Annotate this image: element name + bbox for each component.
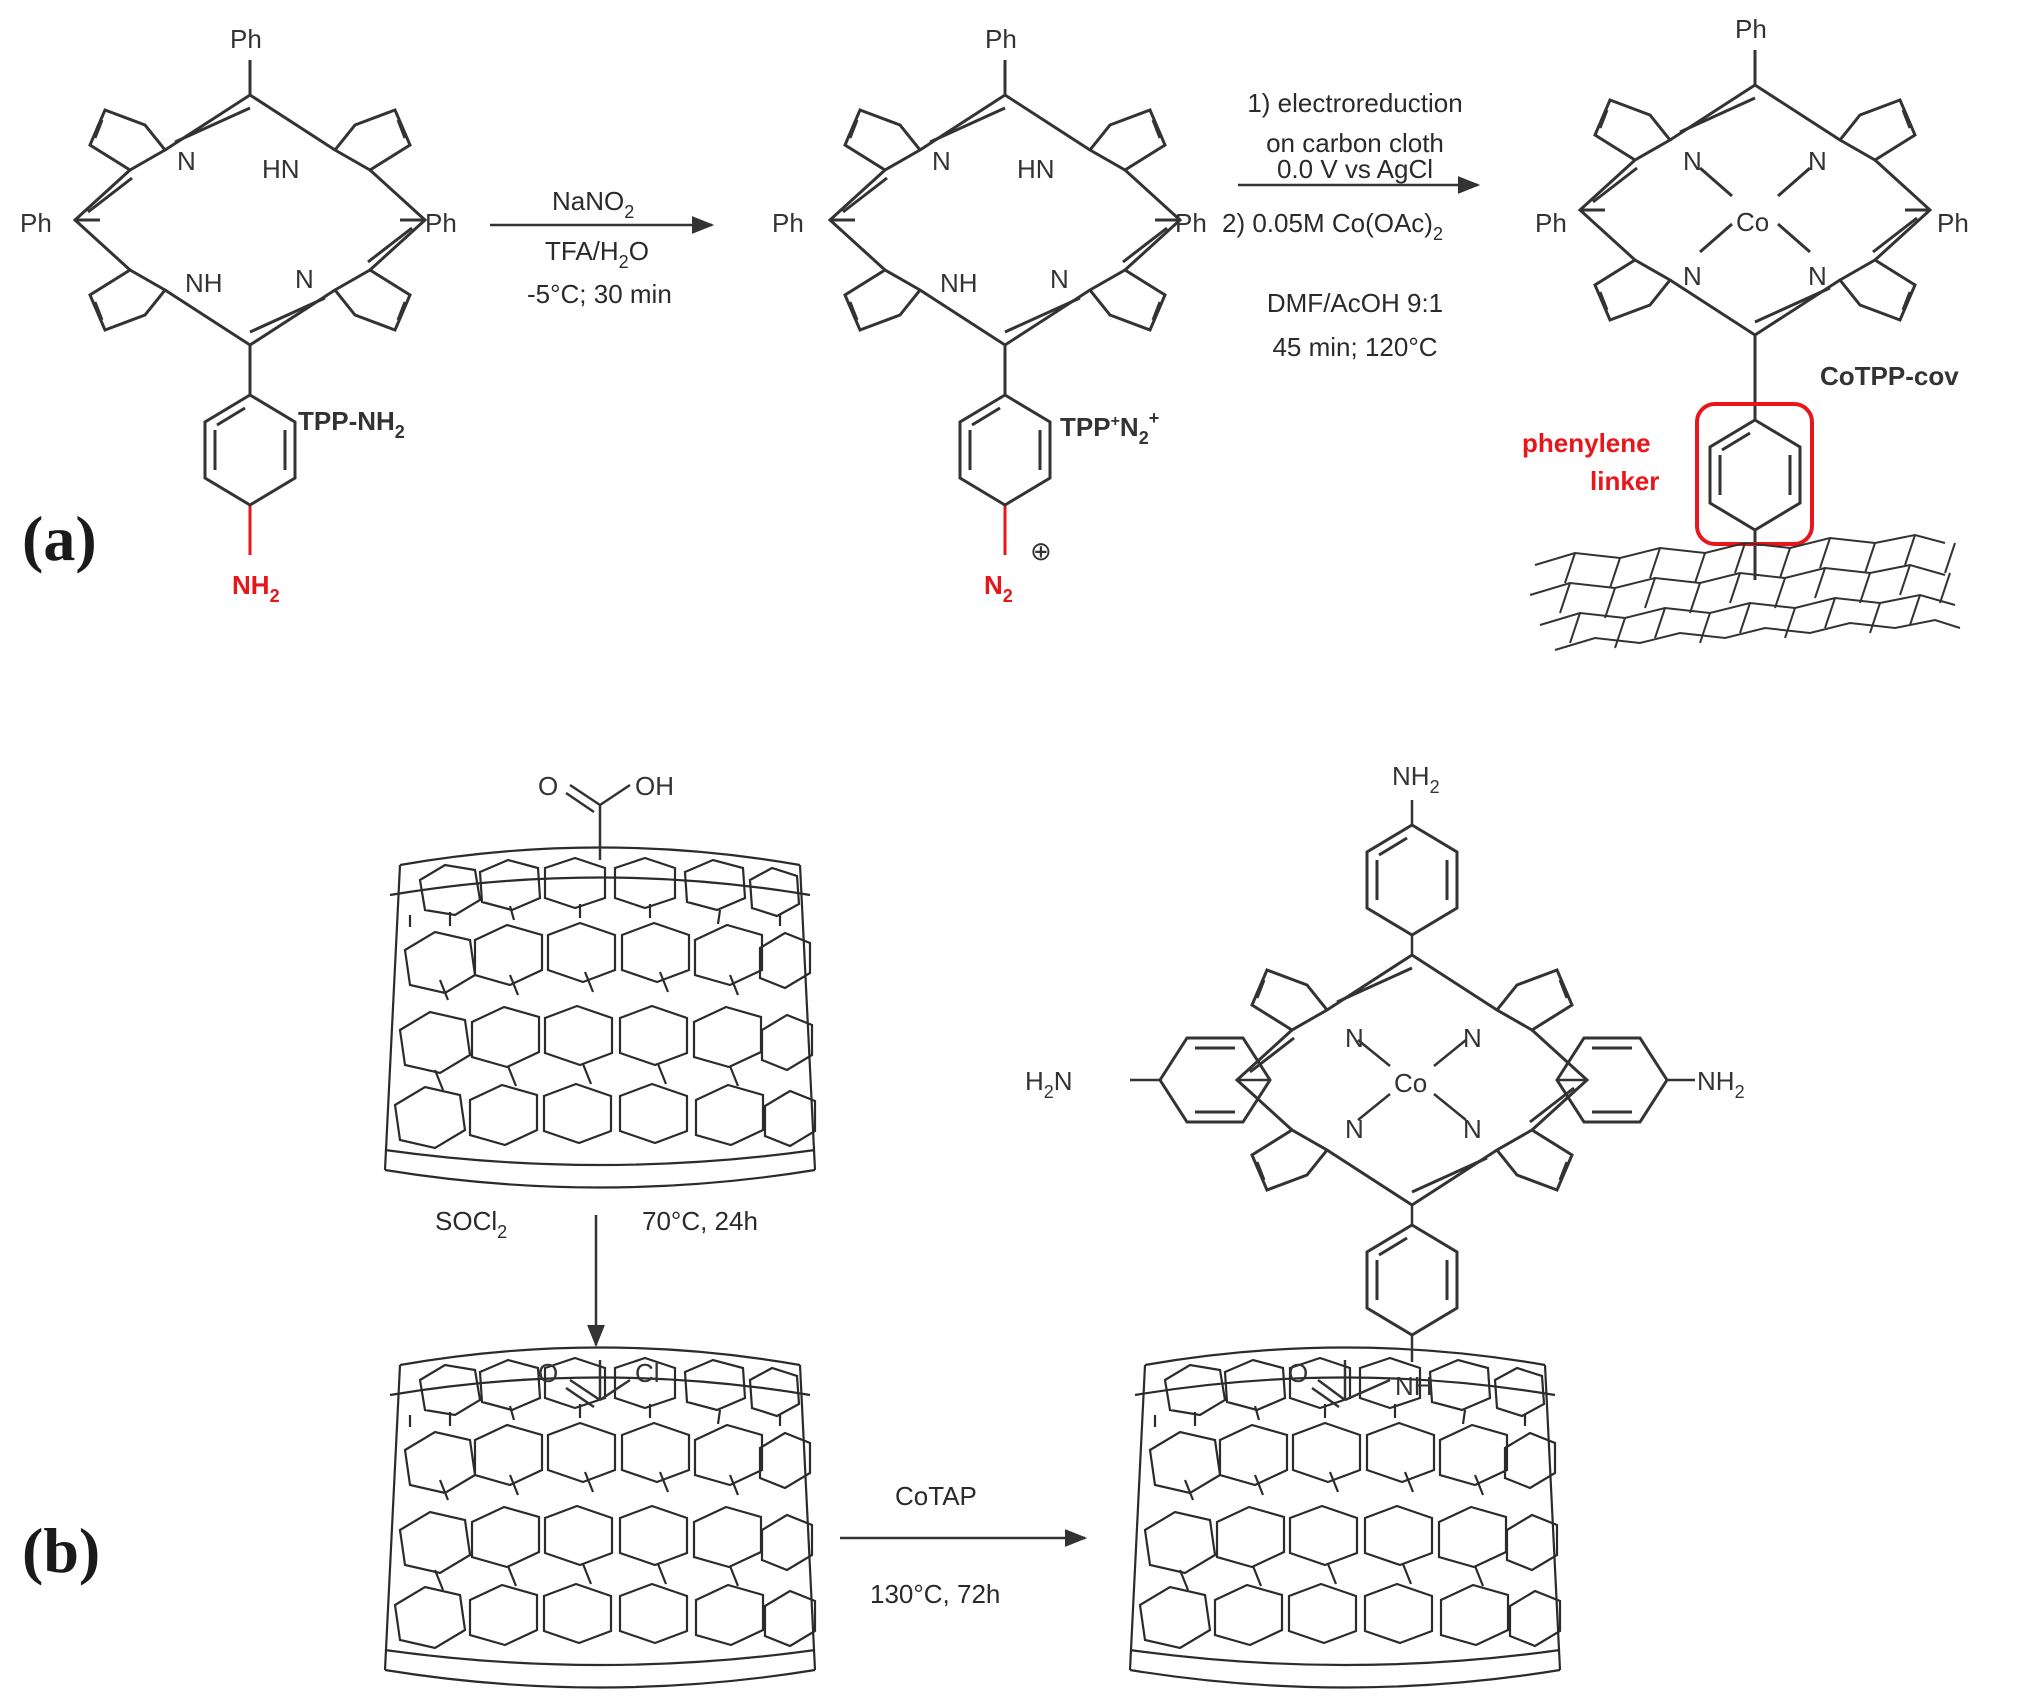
ph-label: Ph (1937, 208, 1969, 238)
reagent-socl2: SOCl2 (435, 1206, 507, 1242)
n-atom: N (1808, 146, 1827, 176)
n-atom: N (1345, 1114, 1364, 1144)
compound-cotpp-cov: Ph Ph Ph N N N N Co CoTPP-cov phenylene … (1522, 14, 1969, 651)
reaction-arrow-amidation: CoTAP 130°C, 72h (840, 1481, 1088, 1609)
step-carbon-cloth: on carbon cloth (1266, 128, 1444, 158)
nanotube-cooh: O OH (383, 771, 817, 1189)
step-electroreduction: 1) electroreduction (1247, 88, 1462, 118)
reaction-arrow-diazotization: NaNO2 TFA/H2O -5°C; 30 min (490, 186, 715, 309)
amine-right: NH2 (1697, 1066, 1745, 1102)
cobalt-center: Co (1736, 207, 1769, 237)
ph-label: Ph (230, 24, 262, 54)
reaction-arrow-acyl-chloride: SOCl2 70°C, 24h (435, 1206, 758, 1348)
linker-label: phenylene (1522, 428, 1651, 458)
ph-label: Ph (1735, 14, 1767, 44)
n-atom: N (932, 146, 951, 176)
n-atom: N (1683, 146, 1702, 176)
solvent-tfa-h2o: TFA/H2O (545, 236, 649, 272)
reagent-cotap: CoTAP (895, 1481, 977, 1511)
oxygen-atom: O (538, 1358, 558, 1388)
panel-label-b: (b) (22, 1515, 100, 1586)
nanotube-cotap-product: O NH N N N N Co NH2 H2N NH2 (1025, 761, 1745, 1689)
conditions-130c-72h: 130°C, 72h (870, 1579, 1000, 1609)
n-atom: N (177, 146, 196, 176)
hydroxyl-group: OH (635, 771, 674, 801)
n-atom: N (1345, 1023, 1364, 1053)
n-atom: N (1463, 1023, 1482, 1053)
ph-label: Ph (985, 24, 1017, 54)
panel-label-a: (a) (22, 503, 97, 574)
n-atom: N (1050, 264, 1069, 294)
positive-charge-icon: ⊕ (1030, 536, 1052, 566)
compound-name-tpp-nh2: TPP-NH2 (298, 406, 405, 442)
nh-group: NH (940, 268, 978, 298)
ph-label: Ph (1535, 208, 1567, 238)
ph-label: Ph (20, 208, 52, 238)
conditions-70c-24h: 70°C, 24h (642, 1206, 758, 1236)
oxygen-atom: O (538, 771, 558, 801)
compound-tpp-nh2: Ph Ph Ph N HN NH N TPP-NH2 NH2 (20, 24, 457, 606)
hn-group: HN (1017, 154, 1055, 184)
amide-nh: NH (1395, 1371, 1433, 1401)
linker-highlight-box (1695, 402, 1814, 546)
linker-label: linker (1590, 466, 1659, 496)
compound-name-cotpp-cov: CoTPP-cov (1820, 361, 1959, 391)
compound-name-tpp-n2: TPP+N2+ (1060, 408, 1159, 448)
step-potential: 0.0 V vs AgCl (1277, 154, 1433, 184)
n-atom: N (295, 264, 314, 294)
nanotube-cocl: O Cl (383, 1346, 817, 1689)
step-time-temp: 45 min; 120°C (1272, 332, 1437, 362)
nh-group: NH (185, 268, 223, 298)
n-atom: N (1463, 1114, 1482, 1144)
reagent-nano2: NaNO2 (552, 186, 634, 222)
amide-oxygen: O (1288, 1358, 1308, 1388)
diazonium-group-n2: N2 (984, 570, 1013, 606)
step-solvent: DMF/AcOH 9:1 (1267, 288, 1443, 318)
n-atom: N (1808, 261, 1827, 291)
ph-label: Ph (425, 208, 457, 238)
ph-label: Ph (1175, 208, 1207, 238)
cobalt-center: Co (1394, 1068, 1427, 1098)
amine-group-nh2: NH2 (232, 570, 280, 606)
hn-group: HN (262, 154, 300, 184)
n-atom: N (1683, 261, 1702, 291)
amine-top: NH2 (1392, 761, 1440, 797)
conditions-temp-time: -5°C; 30 min (527, 279, 672, 309)
step-cobalt-acetate: 2) 0.05M Co(OAc)2 (1222, 208, 1443, 244)
compound-tpp-diazonium: Ph Ph Ph N HN NH N TPP+N2+ N2 ⊕ (772, 24, 1207, 606)
chlorine-atom: Cl (635, 1358, 660, 1388)
reaction-arrow-electrografting: 1) electroreduction on carbon cloth 0.0 … (1222, 88, 1481, 362)
ph-label: Ph (772, 208, 804, 238)
amine-left: H2N (1025, 1066, 1073, 1102)
